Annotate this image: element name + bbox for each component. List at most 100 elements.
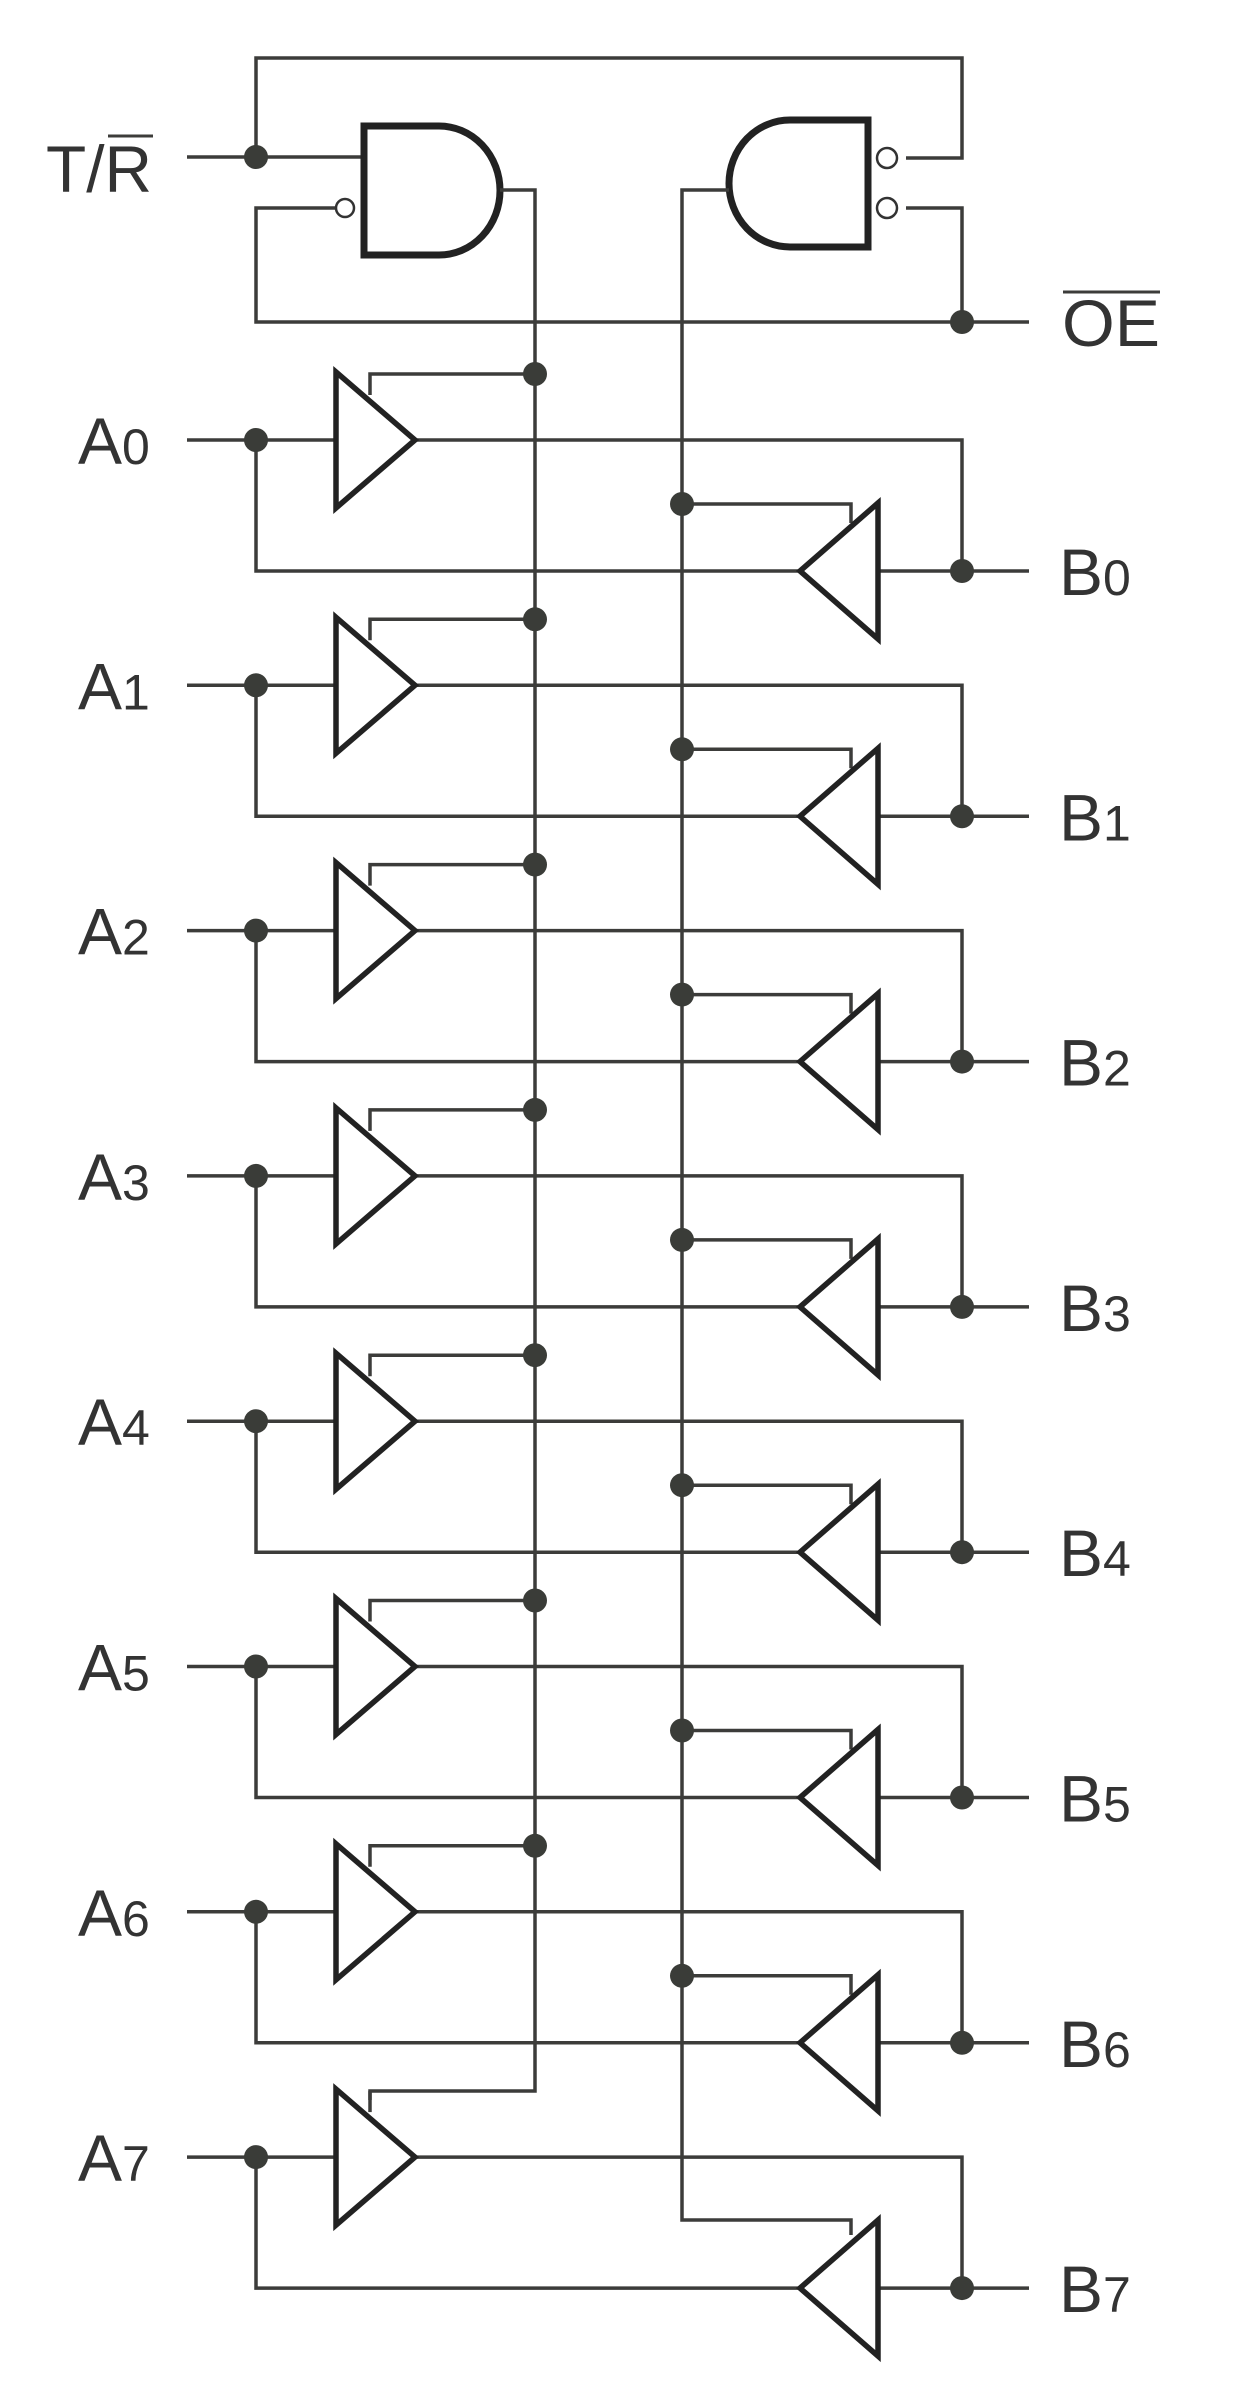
a-to-b-wire (415, 1910, 964, 2043)
port-index: 1 (122, 664, 150, 720)
b-to-a-wire (254, 1666, 800, 1800)
junction-dot (670, 492, 694, 516)
b-to-a-wire (254, 930, 800, 1064)
b-port-label: B7 (1059, 2252, 1131, 2326)
junction-dot (950, 1785, 974, 1810)
a-buffer-enable-wire (368, 1598, 535, 1622)
junction-dot (670, 1473, 694, 1498)
junction-dot (244, 918, 268, 943)
b-buffer-enable-wire (682, 1728, 853, 1750)
port-index: 7 (1103, 2267, 1131, 2323)
a-port-label: A6 (78, 1876, 150, 1950)
inverter-bubble (875, 146, 899, 170)
junction-dot (950, 559, 974, 583)
a-to-b-wire (415, 1664, 964, 1798)
a-to-b-buffer (333, 1837, 420, 1986)
a-buffer-enable-wire (368, 372, 535, 395)
b-to-a-wire (254, 1911, 800, 2045)
a-buffer-enable-wire (368, 1353, 535, 1377)
a-buffer-enable-wire (368, 1108, 535, 1131)
junction-dot (244, 1409, 268, 1434)
port-letter: B (1059, 535, 1103, 609)
junction-dot (244, 428, 268, 452)
channel-1: A1B 1 (78, 607, 1131, 891)
junction-dot (244, 1163, 268, 1188)
a-enable-bus (368, 188, 537, 2100)
b-to-a-wire (254, 440, 800, 573)
a-buffer-enable-wire (368, 862, 535, 886)
port-index: 3 (1103, 1286, 1131, 1342)
a-to-b-buffer (333, 1347, 420, 1496)
b-buffer-enable-wire (682, 502, 853, 523)
inverter-bubble (875, 196, 899, 220)
and-gate-a-enable (360, 122, 504, 259)
b-buffer-enable-wire (682, 1483, 853, 1505)
a-to-b-wire (415, 438, 964, 571)
a-to-b-buffer (333, 1592, 420, 1741)
a-port-label: A3 (78, 1140, 150, 1214)
junction-dot (244, 2145, 268, 2170)
port-letter: B (1059, 1762, 1103, 1836)
b-port-label: B2 (1059, 1026, 1131, 1100)
port-letter: A (78, 1631, 122, 1705)
b-port-label: B0 (1059, 535, 1131, 609)
channel-7: A 7B7 (78, 2083, 1131, 2363)
output-enable-label: OE (1062, 286, 1160, 360)
port-letter: B (1059, 1271, 1103, 1345)
junction-dot (950, 804, 974, 829)
junction-dot (523, 852, 547, 877)
a-to-b-buffer (333, 366, 420, 514)
port-letter: A (78, 649, 122, 723)
direction-label-overlined: R (104, 132, 152, 206)
junction-dot (670, 1227, 694, 1252)
port-letter: B (1059, 780, 1103, 854)
port-index: 5 (1103, 1777, 1131, 1833)
junction-dot (244, 1899, 268, 1924)
junction-dot (670, 1718, 694, 1743)
a-to-b-buffer (333, 856, 420, 1005)
and-gate-b-enable (725, 116, 872, 251)
junction-dot (244, 1654, 268, 1679)
junction-dot (950, 1294, 974, 1319)
port-letter: A (78, 1140, 122, 1214)
b-port-label: B5 (1059, 1762, 1131, 1836)
a-to-b-buffer (333, 611, 420, 760)
a-port-label: A5 (78, 1631, 150, 1705)
control-logic: T/R OE (46, 56, 1160, 2235)
a-to-b-buffer (333, 2083, 420, 2232)
port-index: 0 (122, 419, 150, 475)
direction-label-main: T/ (46, 132, 105, 206)
port-index: 6 (122, 1891, 150, 1947)
port-letter: A (78, 2121, 122, 2195)
port-index: 2 (122, 910, 150, 966)
b-buffer-enable-wire (682, 747, 853, 769)
junction-dot (670, 737, 694, 762)
junction-dot (950, 2276, 974, 2301)
port-index: 2 (1103, 1041, 1131, 1097)
junction-dot (950, 310, 974, 334)
b-buffer-enable-wire (682, 992, 853, 1014)
b-port-label: B4 (1059, 1516, 1131, 1590)
junction-dot (950, 2030, 974, 2055)
b-to-a-buffer (795, 1232, 881, 1381)
a-port-label: A1 (78, 649, 150, 723)
a-to-b-wire (415, 683, 964, 817)
control-wire-top (254, 56, 964, 160)
a-to-b-buffer (333, 1101, 420, 1250)
port-letter: A (78, 895, 122, 969)
junction-dot (523, 607, 547, 632)
b-buffer-enable-wire (682, 1238, 853, 1259)
b-to-a-buffer (795, 1478, 881, 1627)
control-wire-right (906, 206, 964, 322)
direction-label: T/R (46, 132, 152, 206)
port-letter: B (1059, 1516, 1103, 1590)
b-to-a-wire (254, 1175, 800, 1309)
port-letter: B (1059, 2252, 1103, 2326)
b-port-label: B6 (1059, 2007, 1131, 2081)
a-to-b-wire (415, 1419, 964, 1553)
